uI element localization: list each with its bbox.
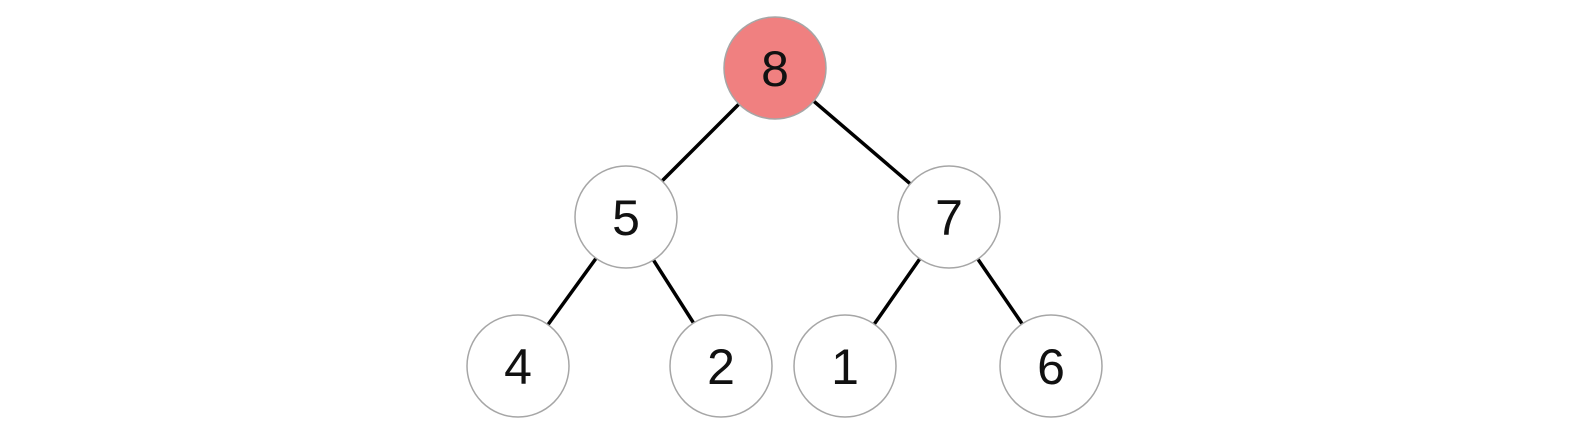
node-label: 5 <box>612 190 640 246</box>
tree-node-2: 2 <box>669 314 773 418</box>
node-label: 2 <box>707 339 735 395</box>
tree-node-6: 6 <box>999 314 1103 418</box>
tree-node-7: 7 <box>897 165 1001 269</box>
tree-node-8: 8 <box>723 16 827 120</box>
node-label: 4 <box>504 339 532 395</box>
node-label: 7 <box>935 190 963 246</box>
tree-node-1: 1 <box>793 314 897 418</box>
node-circle <box>999 314 1103 418</box>
node-circle <box>897 165 1001 269</box>
node-label: 1 <box>831 339 859 395</box>
tree-nodes: 8 5 7 4 2 1 6 <box>466 16 1103 418</box>
node-circle <box>793 314 897 418</box>
node-circle <box>669 314 773 418</box>
tree-node-4: 4 <box>466 314 570 418</box>
node-circle <box>574 165 678 269</box>
node-circle <box>466 314 570 418</box>
node-label: 6 <box>1037 339 1065 395</box>
node-circle-highlighted <box>723 16 827 120</box>
node-label: 8 <box>761 41 789 97</box>
tree-node-5: 5 <box>574 165 678 269</box>
